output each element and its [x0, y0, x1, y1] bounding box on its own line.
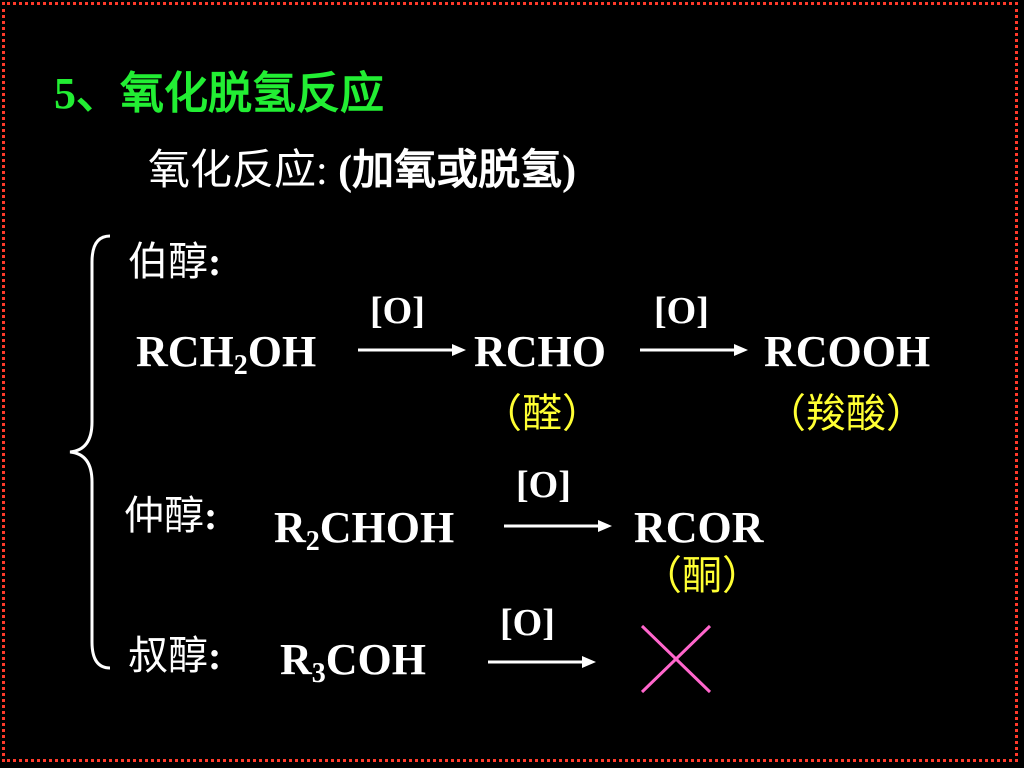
primary-alcohol-label: 伯醇: [128, 239, 222, 284]
slide-subtitle: 氧化反应: (加氧或脱氢) [148, 150, 576, 192]
primary-product: RCOOH [764, 327, 931, 376]
primary-oxidant-1: [O] [370, 290, 425, 332]
left-brace [69, 234, 111, 670]
tertiary-reactant: R3COH [280, 635, 427, 689]
secondary-product-name: （酮） [642, 553, 762, 598]
secondary-alcohol-label: 仲醇: [124, 493, 218, 538]
tertiary-arrow [488, 656, 596, 668]
primary-arrow-1 [358, 344, 466, 356]
tertiary-oxidant: [O] [500, 602, 555, 644]
primary-intermediate-name: （醛） [482, 391, 602, 436]
slide-title: 5、氧化脱氢反应 [54, 69, 384, 118]
secondary-product: RCOR [634, 503, 764, 552]
secondary-arrow [504, 520, 612, 532]
primary-reactant: RCH2OH [136, 327, 317, 381]
subtitle-paren: (加氧或脱氢) [327, 148, 577, 194]
primary-oxidant-2: [O] [654, 290, 709, 332]
tertiary-alcohol-label: 叔醇: [128, 633, 222, 678]
primary-intermediate: RCHO [474, 327, 606, 376]
subtitle-main: 氧化反应: [148, 148, 328, 194]
secondary-oxidant: [O] [516, 464, 571, 506]
cross-icon [640, 624, 712, 694]
primary-arrow-2 [640, 344, 748, 356]
primary-product-name: （羧酸） [766, 391, 926, 436]
secondary-reactant: R2CHOH [274, 503, 455, 557]
